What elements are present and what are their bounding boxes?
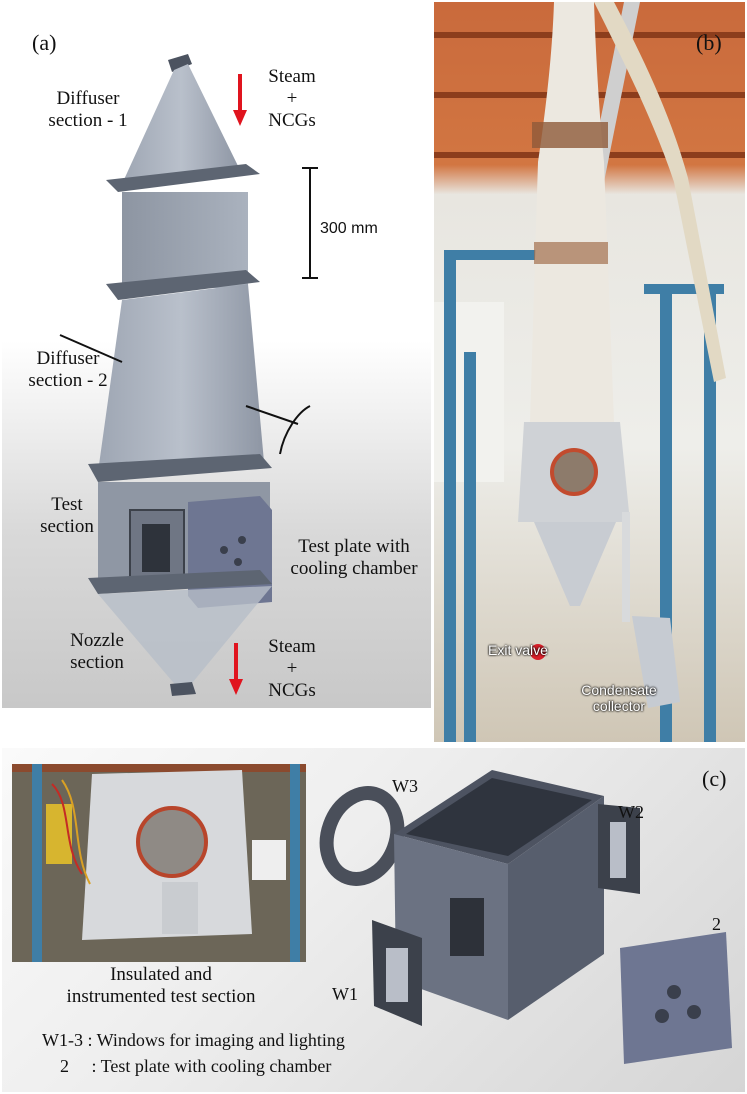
- panel-c: Insulated and instrumented test section …: [2, 748, 745, 1092]
- w1-label: W1: [332, 984, 358, 1004]
- instrumented-test-section-photo: [12, 764, 306, 962]
- condensate-collector-label: Condensate collector: [581, 682, 657, 715]
- panel-b-tag: (b): [696, 30, 722, 55]
- experimental-rig-photo: [434, 2, 745, 742]
- panel-c-tag: (c): [702, 766, 727, 791]
- steam-ncgs-bottom-label: Steam + NCGs: [268, 636, 316, 701]
- panel-a-tag: (a): [32, 30, 57, 55]
- exit-valve-label: Exit valve: [488, 642, 548, 658]
- plate-number-label: 2: [712, 914, 721, 934]
- legend-windows: W1-3 : Windows for imaging and lighting: [42, 1030, 345, 1050]
- test-section-label: Test section: [40, 494, 94, 537]
- flow-arrow-top: [233, 74, 247, 126]
- flow-arrow-bottom: [229, 643, 243, 695]
- nozzle-section-label: Nozzle section: [70, 630, 124, 673]
- dimension-label: 300 mm: [320, 220, 378, 237]
- panel-a: (a) Diffuser section - 1 Steam + NCGs 30…: [2, 2, 431, 708]
- column-rendering: [59, 54, 318, 696]
- diffuser-section-1-label: Diffuser section - 1: [48, 88, 128, 131]
- exploded-view: [319, 770, 732, 1064]
- legend-test-plate: 2 : Test plate with cooling chamber: [60, 1056, 332, 1076]
- steam-ncgs-top-label: Steam + NCGs: [268, 66, 316, 131]
- photo-caption: Insulated and instrumented test section: [66, 964, 256, 1007]
- w3-label: W3: [392, 776, 418, 796]
- test-plate-label: Test plate with cooling chamber: [290, 536, 418, 579]
- w2-label: W2: [618, 802, 644, 822]
- diffuser-section-2-label: Diffuser section - 2: [28, 348, 108, 391]
- panel-b-photo: (b) Exit valve Condensate collector: [434, 2, 745, 742]
